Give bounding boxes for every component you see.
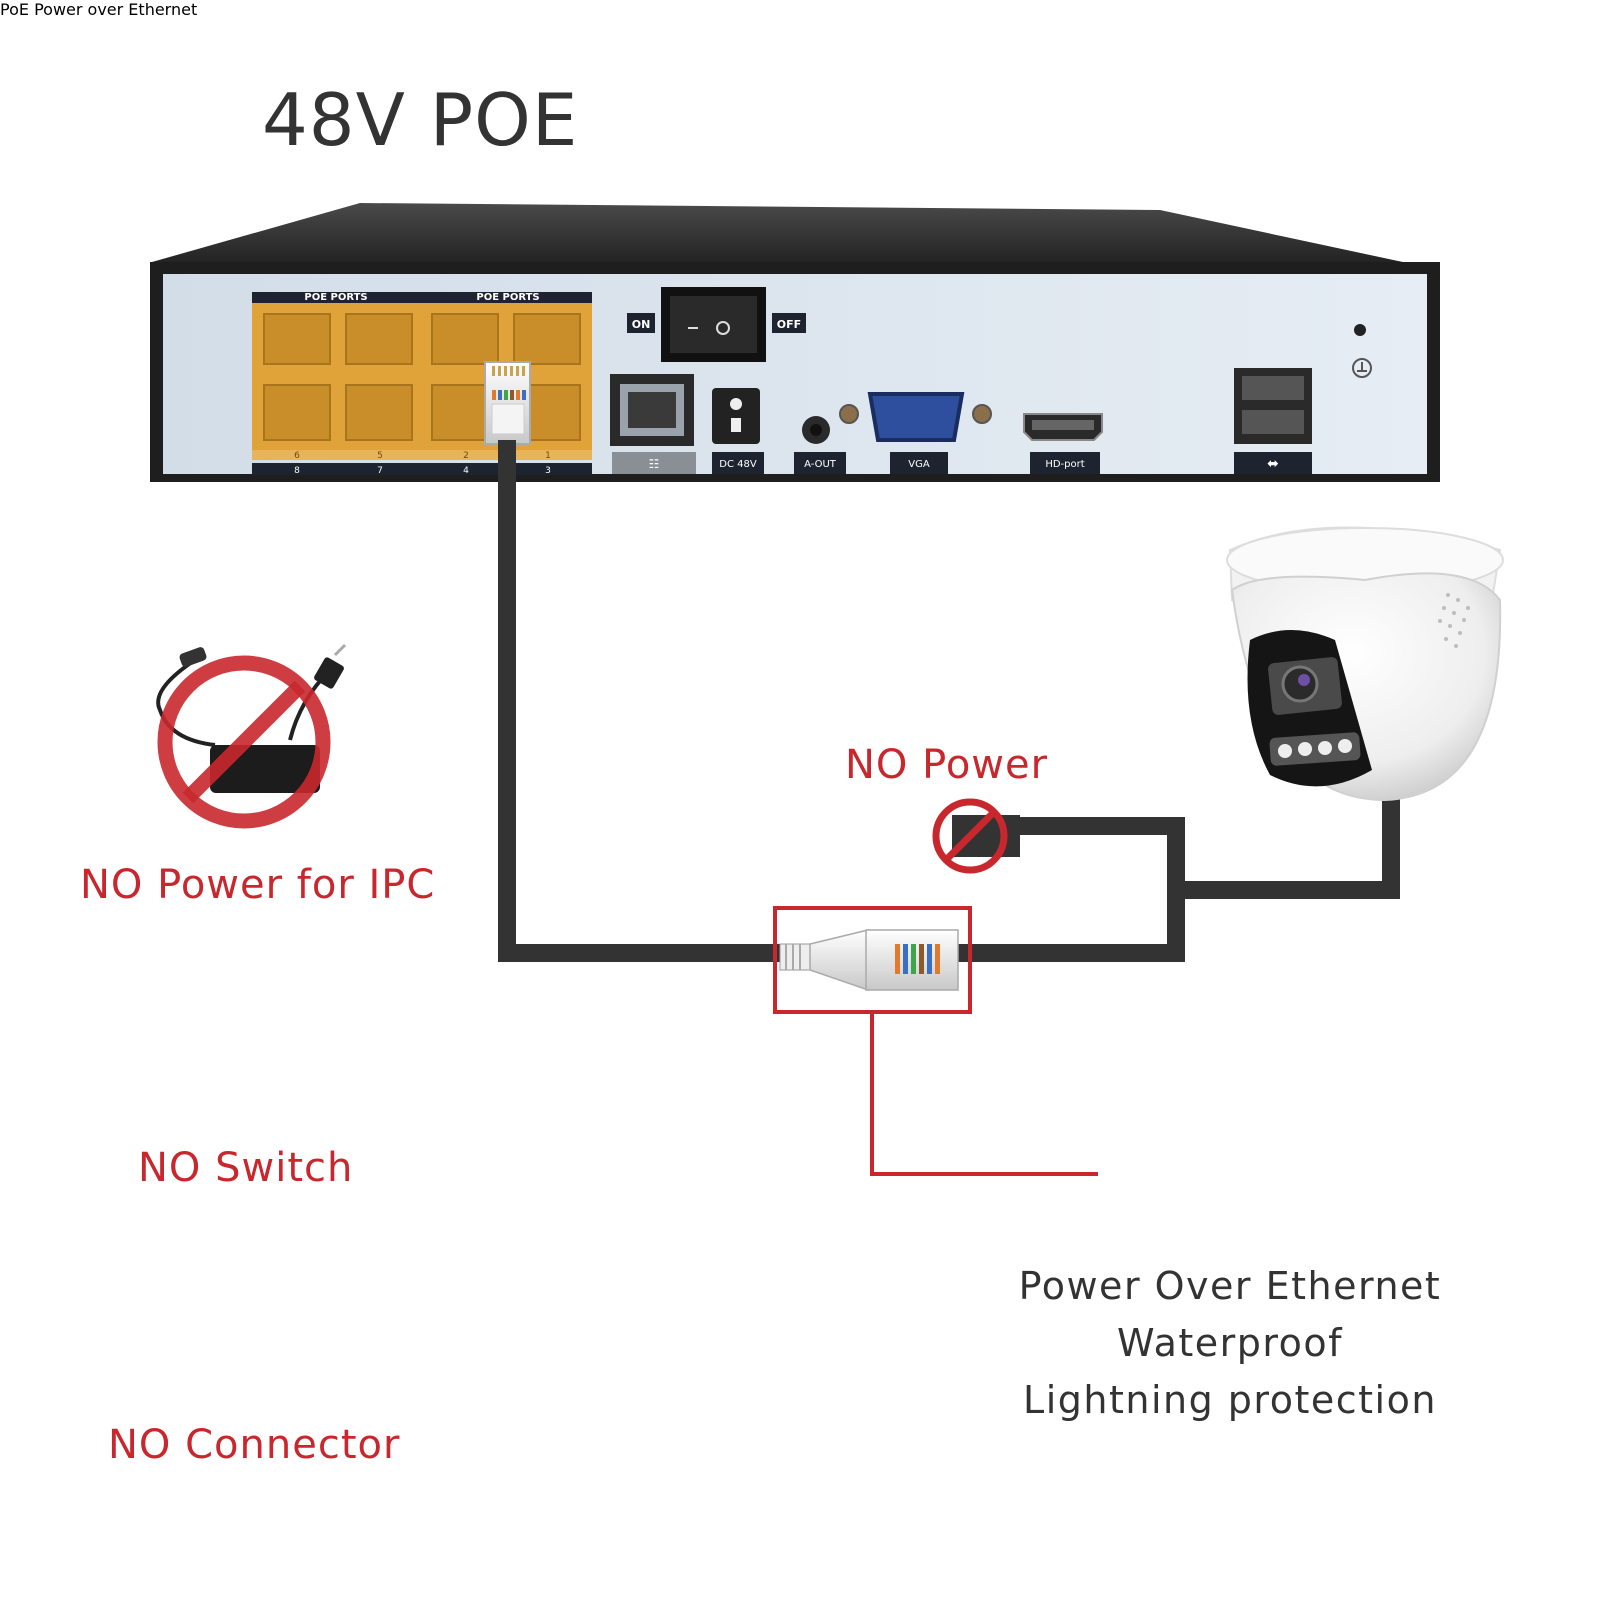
no-power-prohibited-icon	[932, 798, 1020, 874]
feature-item: Lightning protection	[1023, 1378, 1437, 1422]
network-icon: ☷	[649, 457, 660, 471]
switch-off-label: OFF	[777, 318, 801, 331]
vga-label: VGA	[908, 459, 930, 470]
nvr-recorder: POE PORTS POE PORTS 6 5 2 1 8 7 4 3	[150, 203, 1440, 482]
speaker-grille	[1438, 593, 1470, 648]
dome-camera	[1226, 526, 1504, 802]
page-title: 48V POE	[262, 78, 579, 162]
svg-text:7: 7	[377, 466, 383, 476]
poe-ports-label: POE PORTS	[476, 292, 539, 303]
poe-port	[263, 384, 331, 441]
lightning-bolt-icon: PoE Power over Ethernet	[0, 0, 197, 19]
svg-text:8: 8	[294, 466, 300, 476]
no-connector-label: NO Connector	[108, 1422, 401, 1468]
usb-ports: ⬌	[1234, 368, 1312, 474]
power-switch: ON OFF	[627, 287, 806, 362]
poe-port	[345, 384, 413, 441]
poe-logo-subtext: Power over Ethernet	[34, 0, 198, 19]
no-power-ipc-label: NO Power for IPC	[80, 862, 436, 908]
ethernet-cable	[498, 440, 1400, 962]
no-switch-label: NO Switch	[138, 1145, 354, 1191]
status-led	[1354, 324, 1366, 336]
feature-list: Power Over Ethernet Waterproof Lightning…	[1010, 1258, 1450, 1429]
poe-logo-text: PoE	[0, 0, 29, 19]
svg-text:3: 3	[545, 466, 551, 476]
poe-ports-label: POE PORTS	[304, 292, 367, 303]
usb-icon: ⬌	[1267, 456, 1279, 472]
rj45-plug-in-nvr	[484, 361, 531, 445]
callout-line	[870, 1012, 1098, 1176]
hdmi-label: HD-port	[1045, 459, 1084, 470]
poe-port	[263, 313, 331, 365]
ir-led-bar	[1269, 732, 1361, 766]
poe-logo-box: PoE Power over Ethernet	[0, 0, 197, 19]
dc-label: DC 48V	[719, 459, 757, 470]
no-power-label: NO Power	[845, 742, 1049, 788]
ground-icon	[1352, 358, 1372, 378]
vga-port: VGA	[839, 392, 992, 474]
feature-item: Power Over Ethernet	[1018, 1264, 1442, 1308]
aout-label: A-OUT	[804, 459, 837, 470]
svg-text:4: 4	[463, 466, 469, 476]
hdmi-port: HD-port	[1023, 413, 1103, 474]
feature-item: Waterproof	[1116, 1321, 1344, 1365]
poe-port	[513, 313, 581, 365]
svg-text:1: 1	[545, 451, 551, 461]
power-adapter-prohibited-icon	[156, 643, 347, 829]
svg-text:6: 6	[294, 451, 300, 461]
svg-text:5: 5	[377, 451, 383, 461]
poe-port	[431, 313, 499, 365]
switch-on-label: ON	[632, 318, 651, 331]
dc-power-port: DC 48V	[712, 388, 764, 474]
audio-out-port: A-OUT	[794, 416, 846, 474]
svg-text:2: 2	[463, 451, 469, 461]
nvr-top-cover	[152, 203, 1440, 270]
poe-ports-block: POE PORTS POE PORTS 6 5 2 1 8 7 4 3	[252, 292, 592, 476]
poe-port	[345, 313, 413, 365]
lan-port: ☷	[610, 374, 696, 474]
inline-rj45-connector	[779, 929, 959, 992]
